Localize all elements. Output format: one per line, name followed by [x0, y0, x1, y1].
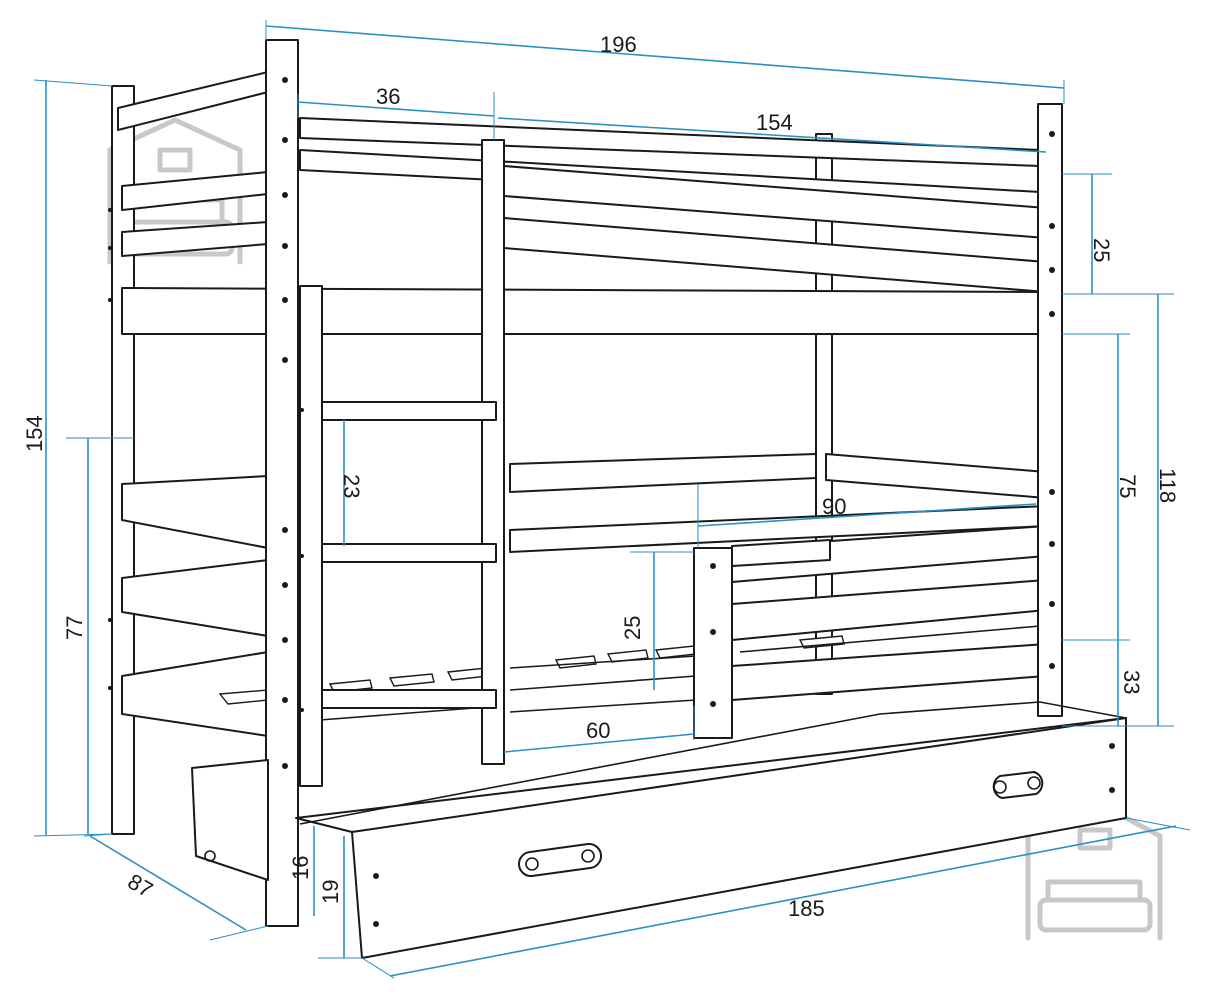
ladder: [299, 139, 505, 787]
svg-text:25: 25: [1089, 238, 1114, 262]
front-left-post: [265, 39, 299, 927]
dim-overall-length: 196: [265, 20, 1065, 104]
svg-text:25: 25: [620, 616, 645, 640]
dim-guard-height: 25: [620, 551, 694, 690]
svg-text:196: 196: [600, 32, 637, 57]
dim-lower-level-height: 33: [1117, 640, 1144, 726]
dim-ladder-offset: 36: [297, 84, 495, 140]
svg-text:77: 77: [62, 616, 87, 640]
dim-clearance: 75: [1062, 333, 1140, 641]
bolt-holes: [108, 77, 1055, 769]
dim-top-rail-height: 25: [1062, 173, 1174, 295]
svg-text:60: 60: [586, 718, 610, 743]
dim-total-height: 154: [22, 79, 113, 837]
svg-text:36: 36: [376, 84, 400, 109]
dim-drawer-inner-height: 16: [288, 826, 315, 916]
dim-drawer-front-height: 19: [318, 836, 362, 959]
dim-upper-level-height: 118: [1062, 294, 1180, 727]
drawer: [191, 701, 1127, 959]
dim-ladder-step: 23: [339, 420, 364, 546]
dim-ladder-gap: 60: [503, 706, 695, 753]
drawer-handle-left: [518, 842, 602, 878]
dim-guard-length: 90: [697, 484, 1037, 548]
dim-drawer-length: 185: [361, 817, 1191, 979]
svg-text:90: 90: [822, 494, 846, 519]
drawer-handle-right: [992, 771, 1044, 799]
svg-text:185: 185: [788, 896, 825, 921]
svg-text:23: 23: [339, 474, 364, 498]
svg-text:154: 154: [22, 415, 47, 452]
svg-text:118: 118: [1155, 468, 1180, 503]
svg-text:16: 16: [288, 856, 313, 880]
lower-bed: [121, 475, 1047, 737]
svg-text:19: 19: [318, 880, 343, 904]
front-right-post: [1037, 103, 1063, 717]
svg-text:75: 75: [1115, 474, 1140, 498]
svg-text:154: 154: [756, 110, 793, 135]
dim-sleeping-length: 154: [497, 110, 1047, 153]
svg-text:33: 33: [1119, 670, 1144, 694]
dim-lower-frame-height: 77: [62, 437, 134, 834]
